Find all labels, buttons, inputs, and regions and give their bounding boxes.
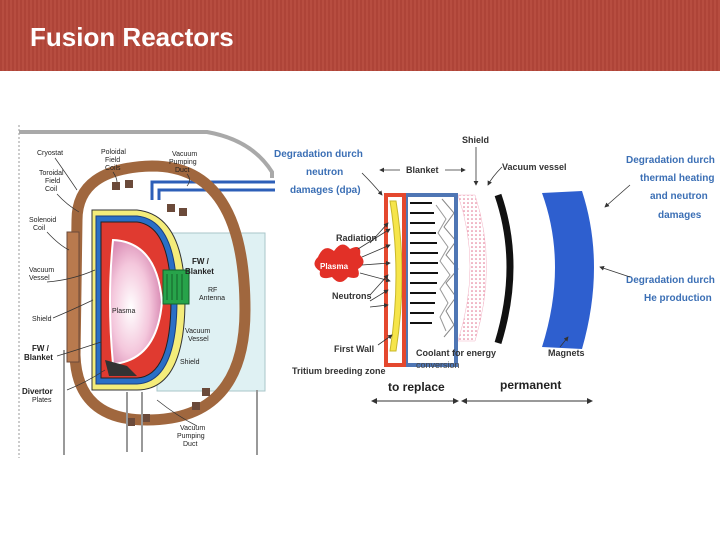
label-vacuum-duct-bottom: Pumping xyxy=(177,433,205,440)
label-divertor: Divertor xyxy=(22,387,53,396)
label-toroidal-coil: Coil xyxy=(45,186,58,193)
label-vacuum-duct-bottom: Vacuum xyxy=(180,425,205,432)
label-vacuum-duct-top: Pumping xyxy=(169,159,197,166)
label-vessel-left: Vacuum xyxy=(29,267,54,274)
label-shield-left: Shield xyxy=(32,316,52,323)
label-degradation-thermal: thermal heating xyxy=(640,173,714,184)
label-vessel-left: Vessel xyxy=(29,275,50,282)
label-toroidal-coil: Toroidal xyxy=(39,170,64,177)
label-rf-antenna: Antenna xyxy=(199,295,225,302)
label-fw-left: FW / xyxy=(32,344,50,353)
label-plasma: Plasma xyxy=(320,262,349,271)
label-toroidal-coil: Field xyxy=(45,178,60,185)
solenoid-coil xyxy=(66,231,80,363)
label-to-replace: to replace xyxy=(388,380,445,394)
coolant-channel xyxy=(435,204,451,332)
shield-layer xyxy=(457,194,487,342)
magnets-layer xyxy=(542,191,594,349)
label-degradation-he: Degradation durch xyxy=(626,275,715,286)
label-degradation-thermal: damages xyxy=(658,210,702,221)
label-degradation-thermal: Degradation durch xyxy=(626,155,715,166)
cryostat-outline xyxy=(19,130,274,178)
label-vacuum-vessel: Vacuum vessel xyxy=(502,162,567,172)
first-wall-blanket-schematic: Degradation durch neutron damages (dpa) … xyxy=(274,135,715,404)
plasma-blob xyxy=(314,244,364,282)
label-first-wall: First Wall xyxy=(334,344,374,354)
label-radiation: Radiation xyxy=(336,233,377,243)
label-shield: Shield xyxy=(462,135,489,145)
label-poloidal-coils: Field xyxy=(105,157,120,164)
label-shield-right: Shield xyxy=(180,359,200,366)
label-tritium-zone: Tritium breeding zone xyxy=(292,366,386,376)
title-bar: Fusion Reactors xyxy=(0,0,720,71)
label-blanket: Blanket xyxy=(406,165,439,175)
label-solenoid: Solenoid xyxy=(29,217,56,224)
tokamak-cross-section-diagram: Cryostat Poloidal Field Coils Vacuum Pum… xyxy=(18,125,275,458)
label-fw-blanket: Blanket xyxy=(185,267,214,276)
label-degradation-neutron: neutron xyxy=(306,167,343,178)
label-plasma: Plasma xyxy=(112,308,135,315)
label-degradation-neutron: damages (dpa) xyxy=(290,185,361,196)
vacuum-vessel-wall xyxy=(494,193,514,345)
label-vacuum-duct-top: Duct xyxy=(175,167,189,174)
plasma-region xyxy=(109,238,164,366)
label-vacuum-duct-top: Vacuum xyxy=(172,151,197,158)
label-cryostat: Cryostat xyxy=(37,150,63,157)
label-fw-blanket: FW / xyxy=(192,257,210,266)
label-vessel-right: Vacuum xyxy=(185,328,210,335)
label-divertor: Plates xyxy=(32,397,52,404)
label-fw-left: Blanket xyxy=(24,353,53,362)
label-vessel-right: Vessel xyxy=(188,336,209,343)
label-coolant: Coolant for energy xyxy=(416,348,496,358)
label-magnets: Magnets xyxy=(548,348,585,358)
label-degradation-neutron: Degradation durch xyxy=(274,149,363,160)
label-poloidal-coils: Coils xyxy=(105,165,121,172)
label-solenoid: Coil xyxy=(33,225,46,232)
divertor-plates xyxy=(105,360,137,376)
label-neutrons: Neutrons xyxy=(332,291,372,301)
label-permanent: permanent xyxy=(500,378,561,392)
label-degradation-thermal: and neutron xyxy=(650,191,708,202)
label-coolant: conversion xyxy=(416,360,460,370)
label-vacuum-duct-bottom: Duct xyxy=(183,441,197,448)
first-wall-layer xyxy=(389,200,403,352)
toroidal-field-coil xyxy=(69,160,251,426)
poloidal-field-coils xyxy=(112,180,210,426)
vacuum-pumping-duct-top xyxy=(157,188,275,200)
label-rf-antenna: RF xyxy=(208,287,217,294)
label-degradation-he: He production xyxy=(644,293,712,304)
blanket-breeding-lines xyxy=(410,202,438,324)
label-poloidal-coils: Poloidal xyxy=(101,149,126,156)
slide-title: Fusion Reactors xyxy=(30,22,234,52)
